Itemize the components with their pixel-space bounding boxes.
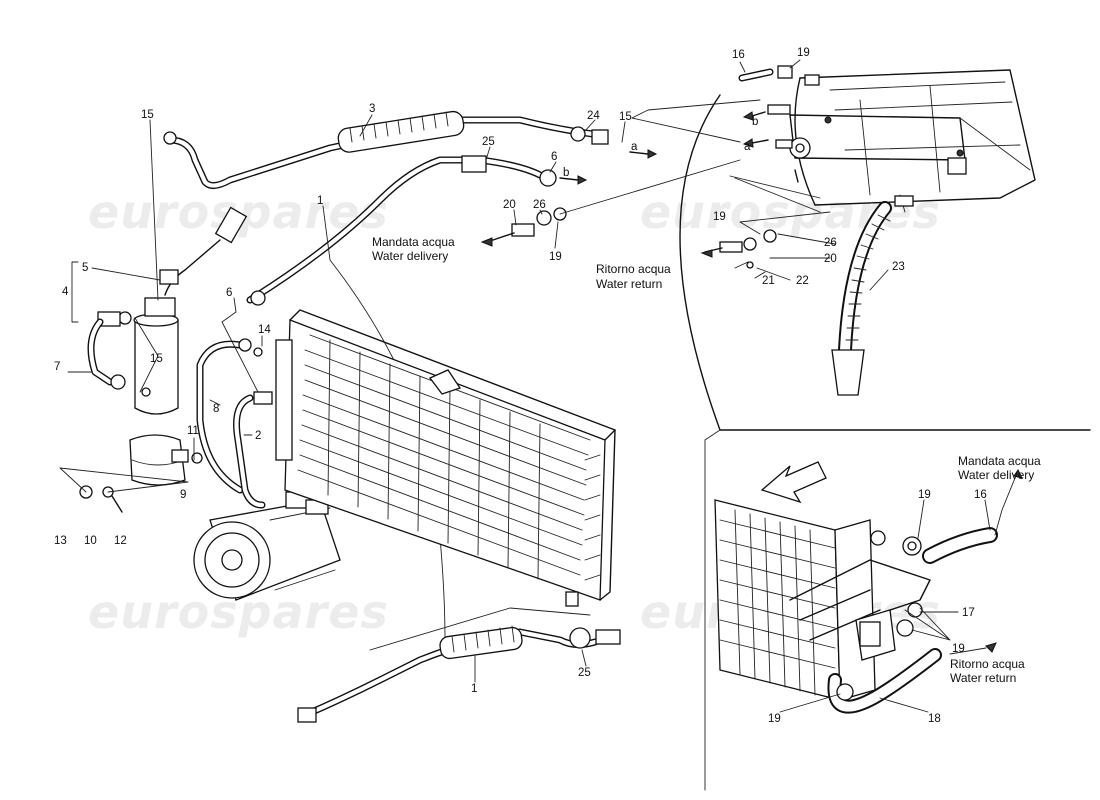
label-19-delivery: 19: [549, 251, 562, 263]
label-1-upper: 1: [317, 195, 323, 207]
label-5: 5: [82, 262, 88, 274]
label-19-inset-bottom: 19: [768, 713, 781, 725]
o-ring-14: [253, 347, 263, 357]
bracket-lower: [369, 607, 591, 651]
label-12: 12: [114, 535, 127, 547]
compressor: [193, 491, 341, 601]
label-6-left: 6: [226, 287, 232, 299]
watermark-top-right: eurospares: [640, 185, 941, 239]
label-20-return: 20: [824, 253, 837, 265]
marker-a-right: a: [744, 141, 751, 153]
label-20-delivery: 20: [503, 199, 516, 211]
bolt-12: [111, 495, 123, 513]
caption-return-it-inset: Ritorno acqua: [950, 657, 1025, 671]
part-number-labels: 15 3 24 15 25 6 16 19 1 20 26 19 19 26 2…: [54, 47, 987, 725]
pipe-2: [233, 391, 273, 509]
caption-return-it-main: Ritorno acqua: [596, 262, 671, 276]
label-15-receiver-top: 15: [141, 109, 154, 121]
pipe-1-upper: [246, 155, 557, 306]
label-11: 11: [187, 425, 199, 437]
label-19-return: 19: [713, 211, 726, 223]
label-10: 10: [84, 535, 97, 547]
flow-marker-labels: a b a b: [563, 116, 758, 179]
condenser: [275, 309, 616, 607]
pipe-1-lower: [297, 625, 621, 723]
detail-outline-arc: [679, 94, 1091, 431]
marker-b-left: b: [563, 167, 569, 179]
label-19-inset-top: 19: [918, 489, 931, 501]
label-22: 22: [796, 275, 809, 287]
label-25-lower: 25: [578, 667, 591, 679]
captions: Mandata acqua Water delivery Ritorno acq…: [372, 235, 1041, 685]
hose-18-inset: [827, 602, 942, 714]
label-19-inset-mid: 19: [952, 643, 965, 655]
hose-23: [831, 201, 892, 396]
leader-lines: [59, 59, 1016, 713]
washer-11: [191, 452, 203, 464]
label-4: 4: [62, 286, 69, 298]
label-15-receiver: 15: [150, 353, 163, 365]
label-26-delivery: 26: [533, 199, 546, 211]
hose-16-top: [738, 65, 793, 82]
label-17: 17: [962, 607, 975, 619]
label-16-top: 16: [732, 49, 745, 61]
label-23: 23: [892, 261, 905, 273]
caption-return-en-inset: Water return: [950, 671, 1016, 685]
label-16-inset: 16: [974, 489, 987, 501]
flow-arrows: [480, 111, 1023, 653]
inset-heater-core: [714, 499, 931, 701]
caption-delivery-en-main: Water delivery: [372, 249, 448, 263]
clamp-9: [129, 434, 189, 486]
label-3: 3: [369, 103, 375, 115]
label-24: 24: [587, 110, 600, 122]
label-25-top: 25: [482, 136, 495, 148]
label-19-top: 19: [797, 47, 810, 59]
caption-delivery-it-main: Mandata acqua: [372, 235, 455, 249]
caption-return-en-main: Water return: [596, 277, 662, 291]
pipe-8: [196, 338, 252, 494]
caption-delivery-it-inset: Mandata acqua: [958, 454, 1041, 468]
receiver-drier: [87, 206, 248, 415]
label-15-top: 15: [619, 111, 632, 123]
label-13: 13: [54, 535, 67, 547]
label-1-lower: 1: [471, 683, 477, 695]
label-2: 2: [255, 430, 261, 442]
marker-b-right: b: [752, 116, 758, 128]
label-6-top: 6: [551, 151, 557, 163]
label-9: 9: [180, 489, 186, 501]
label-18: 18: [928, 713, 941, 725]
caption-delivery-en-inset: Water delivery: [958, 468, 1034, 482]
view-arrow: [760, 461, 827, 504]
label-21: 21: [762, 275, 775, 287]
detail-pointer-line: [704, 429, 721, 791]
water-delivery-fittings: [489, 207, 567, 242]
label-8: 8: [213, 403, 219, 415]
hose-16-inset: [902, 527, 998, 564]
label-7: 7: [54, 361, 60, 373]
label-14: 14: [258, 324, 271, 336]
label-26-return: 26: [824, 237, 837, 249]
pipe-3: [163, 110, 609, 189]
heater-unit: [767, 69, 1036, 213]
marker-a-left: a: [631, 141, 638, 153]
